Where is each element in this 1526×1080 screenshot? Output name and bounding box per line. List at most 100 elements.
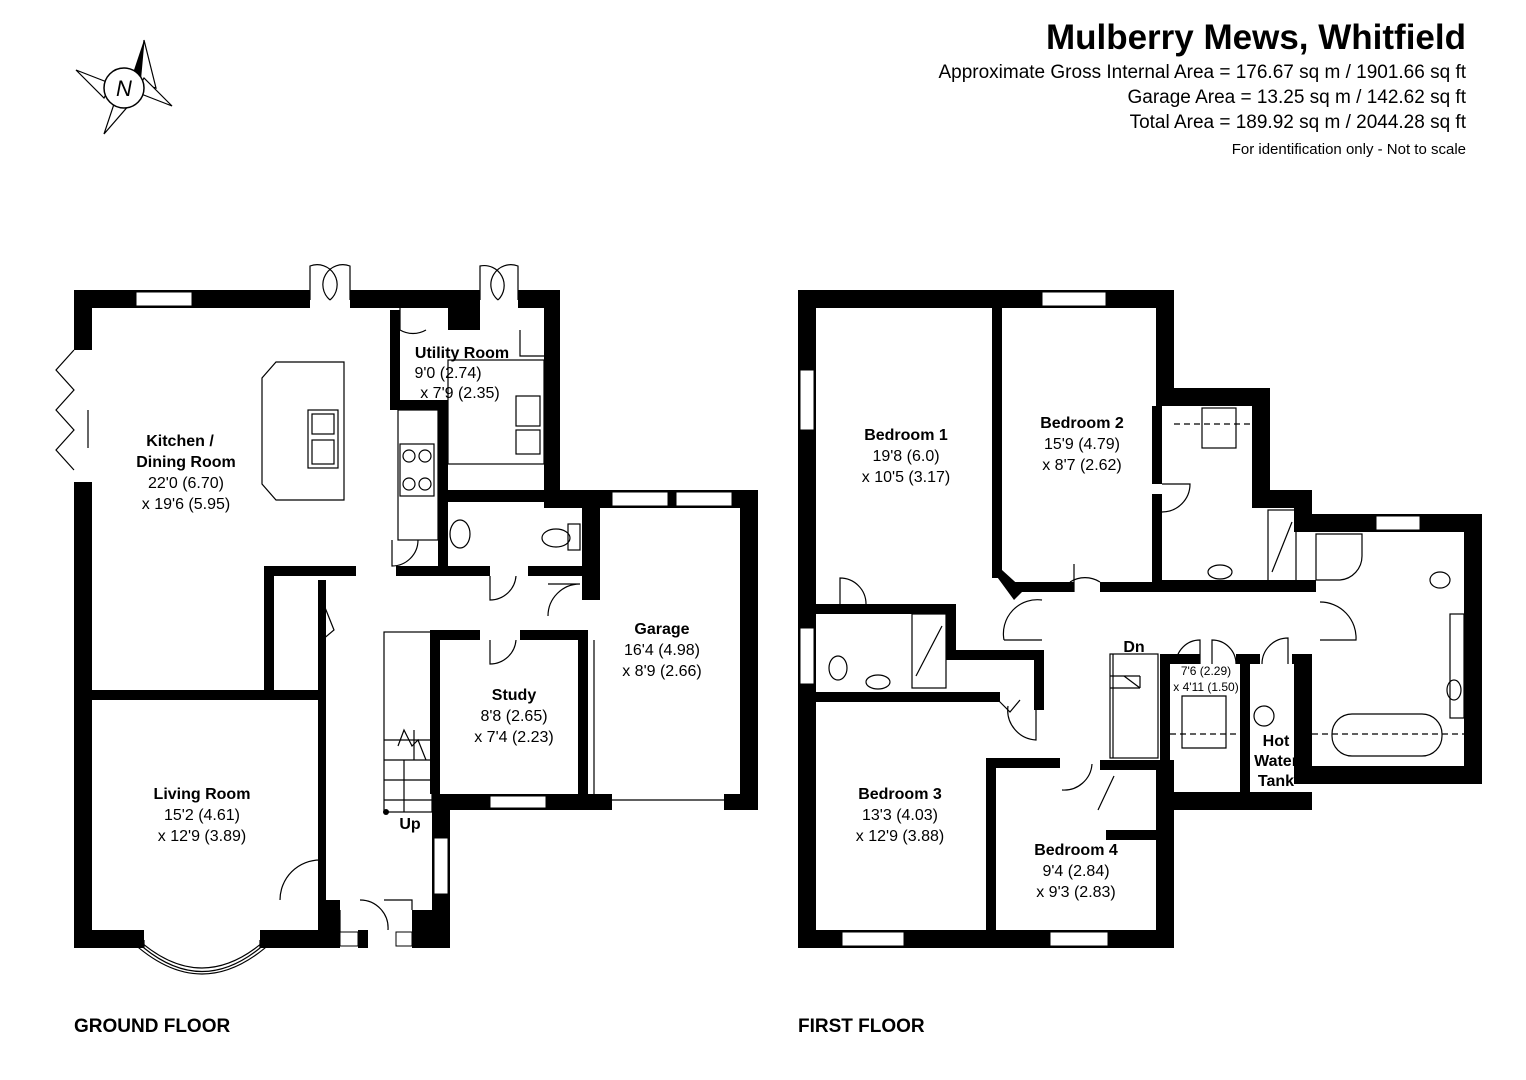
bedroom1-dim2: x 10'5 (3.17) [862, 469, 950, 486]
wall [724, 794, 758, 810]
first-floor-label: FIRST FLOOR [798, 1016, 925, 1037]
window [611, 491, 669, 507]
wall [398, 400, 448, 410]
wall [1294, 660, 1312, 784]
wall [358, 930, 368, 948]
wall [1156, 388, 1270, 406]
living-dim2: x 12'9 (3.89) [158, 828, 246, 845]
room-name-bedroom2: Bedroom 2 [1040, 415, 1124, 432]
kitchen-counter [397, 409, 439, 541]
toilet-icon [1429, 571, 1451, 589]
compass-icon: N [75, 39, 173, 135]
wall [448, 566, 490, 576]
basin-icon [449, 519, 471, 549]
wall [528, 566, 588, 576]
study-dim2: x 7'4 (2.23) [474, 729, 554, 746]
bedroom4-dim2: x 9'3 (2.83) [1036, 884, 1116, 901]
window [841, 931, 905, 947]
garage-dim1: 16'4 (4.98) [624, 642, 700, 659]
wall [430, 630, 440, 794]
wall [946, 604, 956, 656]
bedroom2-dim1: 15'9 (4.79) [1044, 436, 1120, 453]
door-swing [1069, 577, 1101, 583]
door-swing [489, 639, 517, 665]
door-swing [1319, 601, 1357, 641]
toilet-icon [1201, 407, 1237, 449]
door-swing [391, 539, 419, 567]
wall [1464, 514, 1482, 784]
wall [582, 490, 600, 600]
bedroom3-dim1: 13'3 (4.03) [862, 807, 938, 824]
utility-units [447, 359, 545, 465]
stairs-down-label: Dn [1123, 639, 1144, 656]
door-swing [1261, 637, 1289, 665]
room-name-bedroom4: Bedroom 4 [1034, 842, 1118, 859]
wall [544, 290, 560, 500]
wall [448, 290, 480, 330]
basin-icon [865, 674, 891, 690]
door-swing [399, 300, 427, 335]
disclaimer-note: For identification only - Not to scale [1231, 141, 1466, 158]
window [489, 795, 547, 809]
bifold-door [55, 349, 75, 471]
wall [798, 290, 1174, 308]
window [1041, 291, 1107, 307]
room-name-utility: Utility Room [415, 345, 509, 362]
wall [440, 630, 480, 640]
window [1049, 931, 1109, 947]
ground-floor-label: GROUND FLOOR [74, 1016, 230, 1037]
stairs-up-label: Up [399, 816, 421, 833]
wall [798, 290, 816, 948]
wall [1294, 766, 1482, 784]
hob-icon [399, 443, 435, 497]
wall [740, 490, 758, 810]
property-title: Mulberry Mews, Whitfield [1045, 18, 1466, 57]
bath-icon [1331, 713, 1443, 757]
room-name-living: Living Room [154, 786, 251, 803]
header: Mulberry Mews, Whitfield Approximate Gro… [938, 18, 1466, 160]
door-swing [1175, 639, 1201, 665]
front-door [279, 859, 321, 901]
wall [1100, 582, 1196, 592]
room-name-study: Study [492, 687, 537, 704]
bedroom4-dim1: 9'4 (2.84) [1042, 863, 1109, 880]
wall [440, 490, 544, 502]
basin-icon [1207, 564, 1233, 580]
utility-door [479, 264, 505, 301]
kitchen-dim1: 22'0 (6.70) [148, 475, 224, 492]
hot-water-tank-line2: Water [1254, 753, 1298, 770]
utility-dim2: x 7'9 (2.35) [420, 385, 500, 402]
study-dim1: 8'8 (2.65) [480, 708, 547, 725]
wall [990, 758, 1060, 768]
hot-water-tank-line1: Hot [1263, 733, 1290, 750]
wall [1152, 406, 1162, 484]
wall [1152, 494, 1162, 590]
staircase [1109, 653, 1159, 759]
door-swing [489, 575, 517, 601]
wall [264, 566, 356, 576]
bedroom3-dim2: x 12'9 (3.88) [856, 828, 944, 845]
storage-dim2: x 4'11 (1.50) [1173, 680, 1238, 694]
window [395, 931, 413, 947]
window [433, 837, 449, 895]
wall [74, 930, 144, 948]
wall [350, 290, 480, 308]
door-swing [1161, 483, 1191, 513]
wall [946, 650, 1040, 660]
room-name-bedroom1: Bedroom 1 [864, 427, 948, 444]
french-door [309, 264, 338, 301]
room-name-bedroom3: Bedroom 3 [858, 786, 942, 803]
wall [1252, 388, 1270, 492]
wall [1160, 792, 1312, 810]
door-swing [1061, 763, 1093, 791]
toilet-icon [541, 528, 571, 548]
wall [578, 630, 588, 800]
wall [264, 566, 274, 690]
shower-icon [1315, 533, 1363, 581]
wall [986, 758, 996, 938]
door-swing [547, 583, 581, 617]
wall [74, 482, 92, 948]
wall [1160, 654, 1200, 664]
gross-internal-area: Approximate Gross Internal Area = 176.67… [938, 62, 1466, 83]
